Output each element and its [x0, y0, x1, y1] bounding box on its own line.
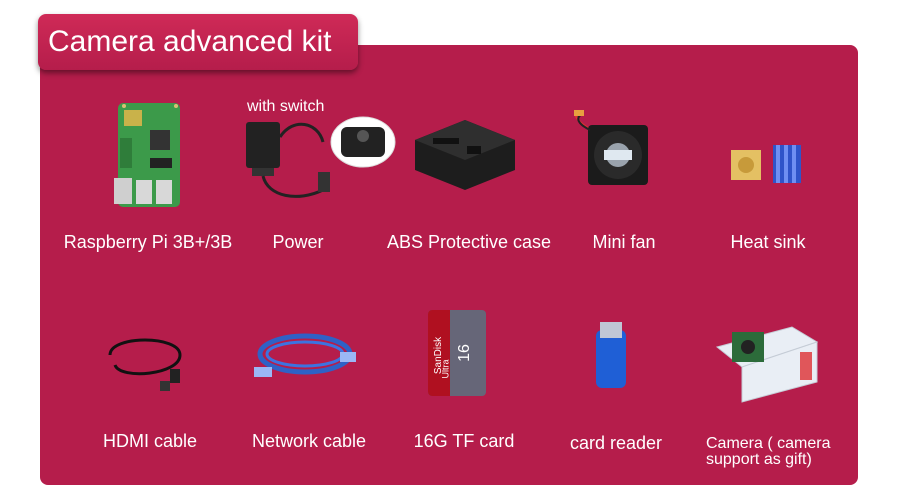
mini-fan-image [574, 110, 648, 185]
item-label-power: Power [272, 232, 324, 252]
power-adapter-image [246, 116, 396, 198]
item-label-tf-card: 16G TF card [413, 431, 515, 451]
network-cable-image [254, 333, 356, 377]
tf-card-image: SanDisk Ultra 16 [428, 310, 486, 396]
camera-image [715, 326, 819, 403]
kit-title: Camera advanced kit [38, 14, 358, 70]
raspberry-pi-board-image [114, 103, 180, 207]
item-label-heat-sink: Heat sink [730, 232, 806, 252]
item-label-raspberry-pi: Raspberry Pi 3B+/3B [63, 232, 233, 252]
item-label-abs-case: ABS Protective case [386, 232, 552, 252]
hdmi-cable-image [108, 338, 182, 391]
item-label-mini-fan: Mini fan [592, 232, 656, 252]
heat-sink-image [731, 145, 801, 183]
item-label-network-cable: Network cable [251, 431, 367, 451]
item-label-card-reader: card reader [569, 433, 663, 453]
abs-case-image [415, 120, 515, 190]
card-reader-image [596, 322, 626, 388]
with-switch-note: with switch [247, 98, 325, 115]
tf-card-series: Ultra [440, 359, 451, 379]
item-label-camera: Camera ( camera support as gift) [706, 435, 831, 468]
tf-card-capacity: 16 [455, 344, 473, 362]
item-label-hdmi-cable: HDMI cable [102, 431, 198, 451]
